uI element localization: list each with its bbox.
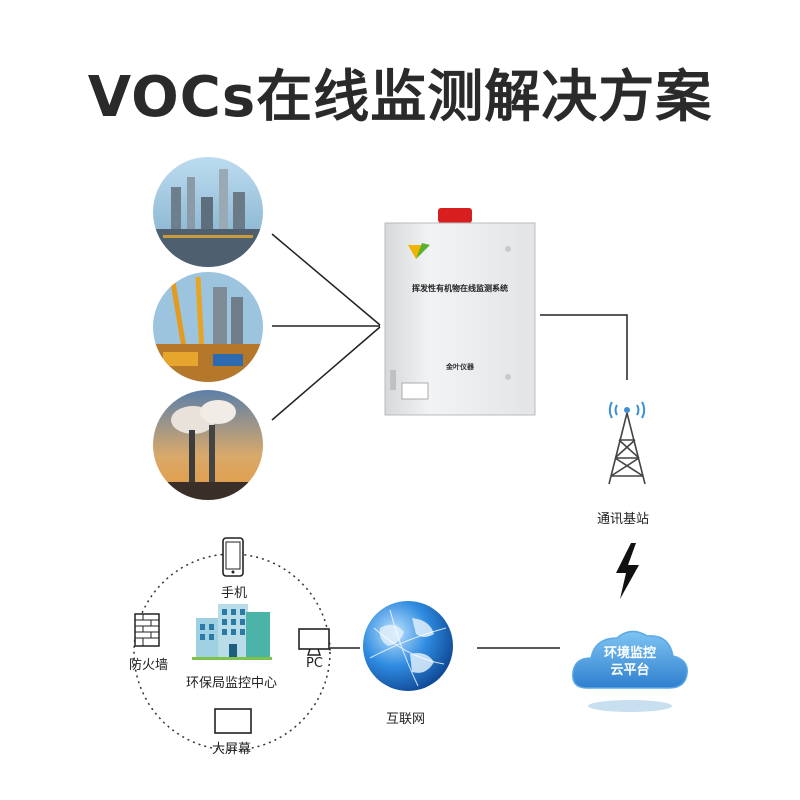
- page-title: VOCs在线监测解决方案: [87, 65, 713, 130]
- pc-label: PC: [306, 656, 323, 671]
- phone-icon: [222, 537, 244, 577]
- cloud-platform: 环境监控 云平台: [565, 608, 695, 718]
- connector-source-1: [271, 233, 381, 326]
- network-ring: [133, 553, 331, 751]
- big-screen-icon: [214, 708, 252, 734]
- construction-site-photo: [153, 272, 263, 382]
- alarm-light: [438, 208, 472, 223]
- connector-source-3: [271, 326, 381, 421]
- signal-tower-icon: [597, 398, 657, 488]
- refinery-photo: [153, 157, 263, 267]
- base-station-label: 通讯基站: [597, 512, 650, 527]
- cloud-label-line2: 云平台: [610, 663, 650, 678]
- firewall-icon: [134, 613, 160, 647]
- device-brand: 金叶仪器: [446, 363, 474, 371]
- lightning-icon: [612, 543, 642, 599]
- internet-label: 互联网: [386, 712, 426, 727]
- center-label: 环保局监控中心: [186, 676, 278, 691]
- big-screen-label: 大屏幕: [212, 742, 252, 757]
- firewall-label: 防火墙: [129, 658, 169, 673]
- monitoring-device: 挥发性有机物在线监测系统 金叶仪器: [380, 205, 540, 420]
- device-panel-text: 挥发性有机物在线监测系统: [412, 284, 508, 293]
- cloud-label-line1: 环境监控: [603, 646, 656, 661]
- smokestack-photo: [153, 390, 263, 500]
- globe-icon: [360, 598, 456, 694]
- pc-icon: [298, 628, 330, 658]
- building-icon: [192, 600, 272, 660]
- connector-device-tower: [540, 314, 628, 380]
- phone-label: 手机: [221, 586, 248, 601]
